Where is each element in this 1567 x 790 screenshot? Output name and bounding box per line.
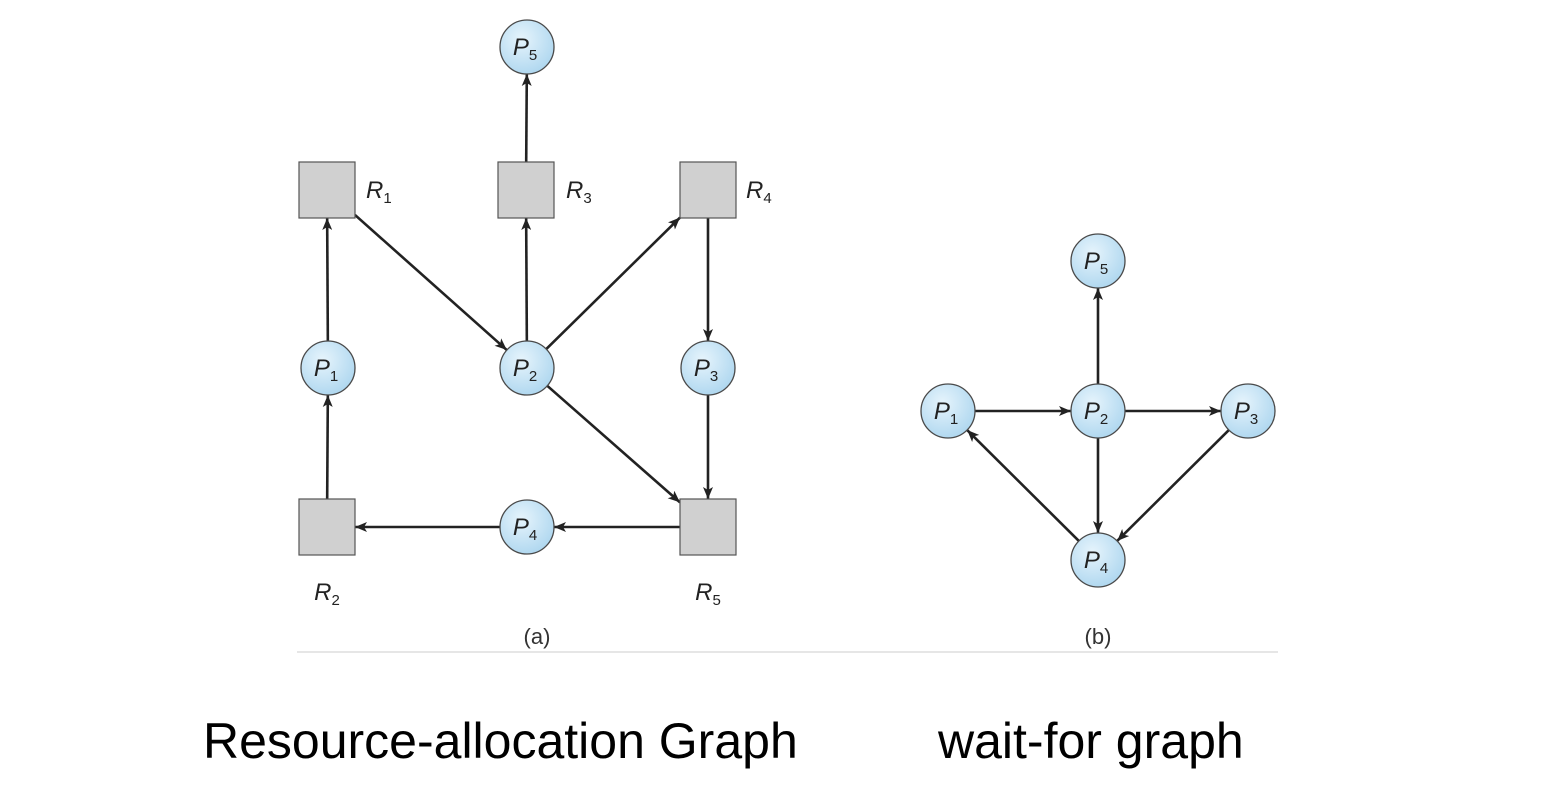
resource-r5: R5 — [679, 498, 737, 609]
wfg-process-p1: P1 — [920, 383, 976, 439]
rag-process-p2: P2 — [499, 340, 555, 396]
resource-node-box — [298, 161, 356, 219]
resource-label-r3: R3 — [566, 177, 592, 207]
wfg-edges — [966, 288, 1230, 542]
resource-node-box — [298, 498, 356, 556]
process-node-circle — [499, 19, 555, 75]
process-label-p4: P4 — [513, 514, 537, 544]
edge-p4-to-p1 — [966, 429, 1080, 542]
process-node-circle — [300, 340, 356, 396]
resource-label-r1: R1 — [366, 177, 392, 207]
process-label-p1: P1 — [314, 355, 338, 385]
process-label-p3: P3 — [1234, 398, 1258, 428]
wfg-caption: wait-for graph — [938, 713, 1244, 769]
process-label-p4: P4 — [1084, 547, 1108, 577]
edge-r3-to-p5 — [521, 73, 532, 163]
edge-p2-to-r4 — [545, 216, 681, 350]
edge-p3-to-p4 — [1116, 429, 1230, 542]
resource-label-r5: R5 — [695, 579, 721, 609]
process-node-circle — [1070, 383, 1126, 439]
process-node-circle — [1070, 233, 1126, 289]
rag-process-p3: P3 — [680, 340, 736, 396]
edge-r2-to-p1 — [322, 394, 333, 500]
resource-r4: R4 — [679, 161, 772, 219]
rag-process-p1: P1 — [300, 340, 356, 396]
resource-label-r2: R2 — [314, 579, 340, 609]
rag-caption: Resource-allocation Graph — [203, 713, 798, 769]
panel-b-label: (b) — [1085, 624, 1112, 649]
resource-label-r4: R4 — [746, 177, 772, 207]
panel-a-label: (a) — [524, 624, 551, 649]
edge-p2-to-r3 — [521, 217, 532, 342]
edge-r1-to-p2 — [354, 213, 508, 352]
resource-node-box — [679, 498, 737, 556]
wfg-process-p2: P2 — [1070, 383, 1126, 439]
process-label-p5: P5 — [513, 34, 537, 64]
process-node-circle — [499, 340, 555, 396]
edge-p1-to-r1 — [322, 217, 333, 342]
process-node-circle — [680, 340, 736, 396]
process-label-p3: P3 — [694, 355, 718, 385]
rag-process-p4: P4 — [499, 499, 555, 555]
resource-r3: R3 — [497, 161, 592, 219]
resource-r1: R1 — [298, 161, 392, 219]
process-label-p5: P5 — [1084, 248, 1108, 278]
process-label-p1: P1 — [934, 398, 958, 428]
wfg-process-p4: P4 — [1070, 532, 1126, 588]
rag-process-p5: P5 — [499, 19, 555, 75]
resource-node-box — [497, 161, 555, 219]
edge-p2-to-r5 — [546, 384, 681, 504]
rag-edges — [322, 73, 713, 532]
wfg-process-p3: P3 — [1220, 383, 1276, 439]
process-label-p2: P2 — [513, 355, 537, 385]
process-label-p2: P2 — [1084, 398, 1108, 428]
process-node-circle — [1220, 383, 1276, 439]
process-node-circle — [1070, 532, 1126, 588]
resource-r2: R2 — [298, 498, 356, 609]
wfg-process-p5: P5 — [1070, 233, 1126, 289]
process-node-circle — [920, 383, 976, 439]
process-node-circle — [499, 499, 555, 555]
resource-node-box — [679, 161, 737, 219]
